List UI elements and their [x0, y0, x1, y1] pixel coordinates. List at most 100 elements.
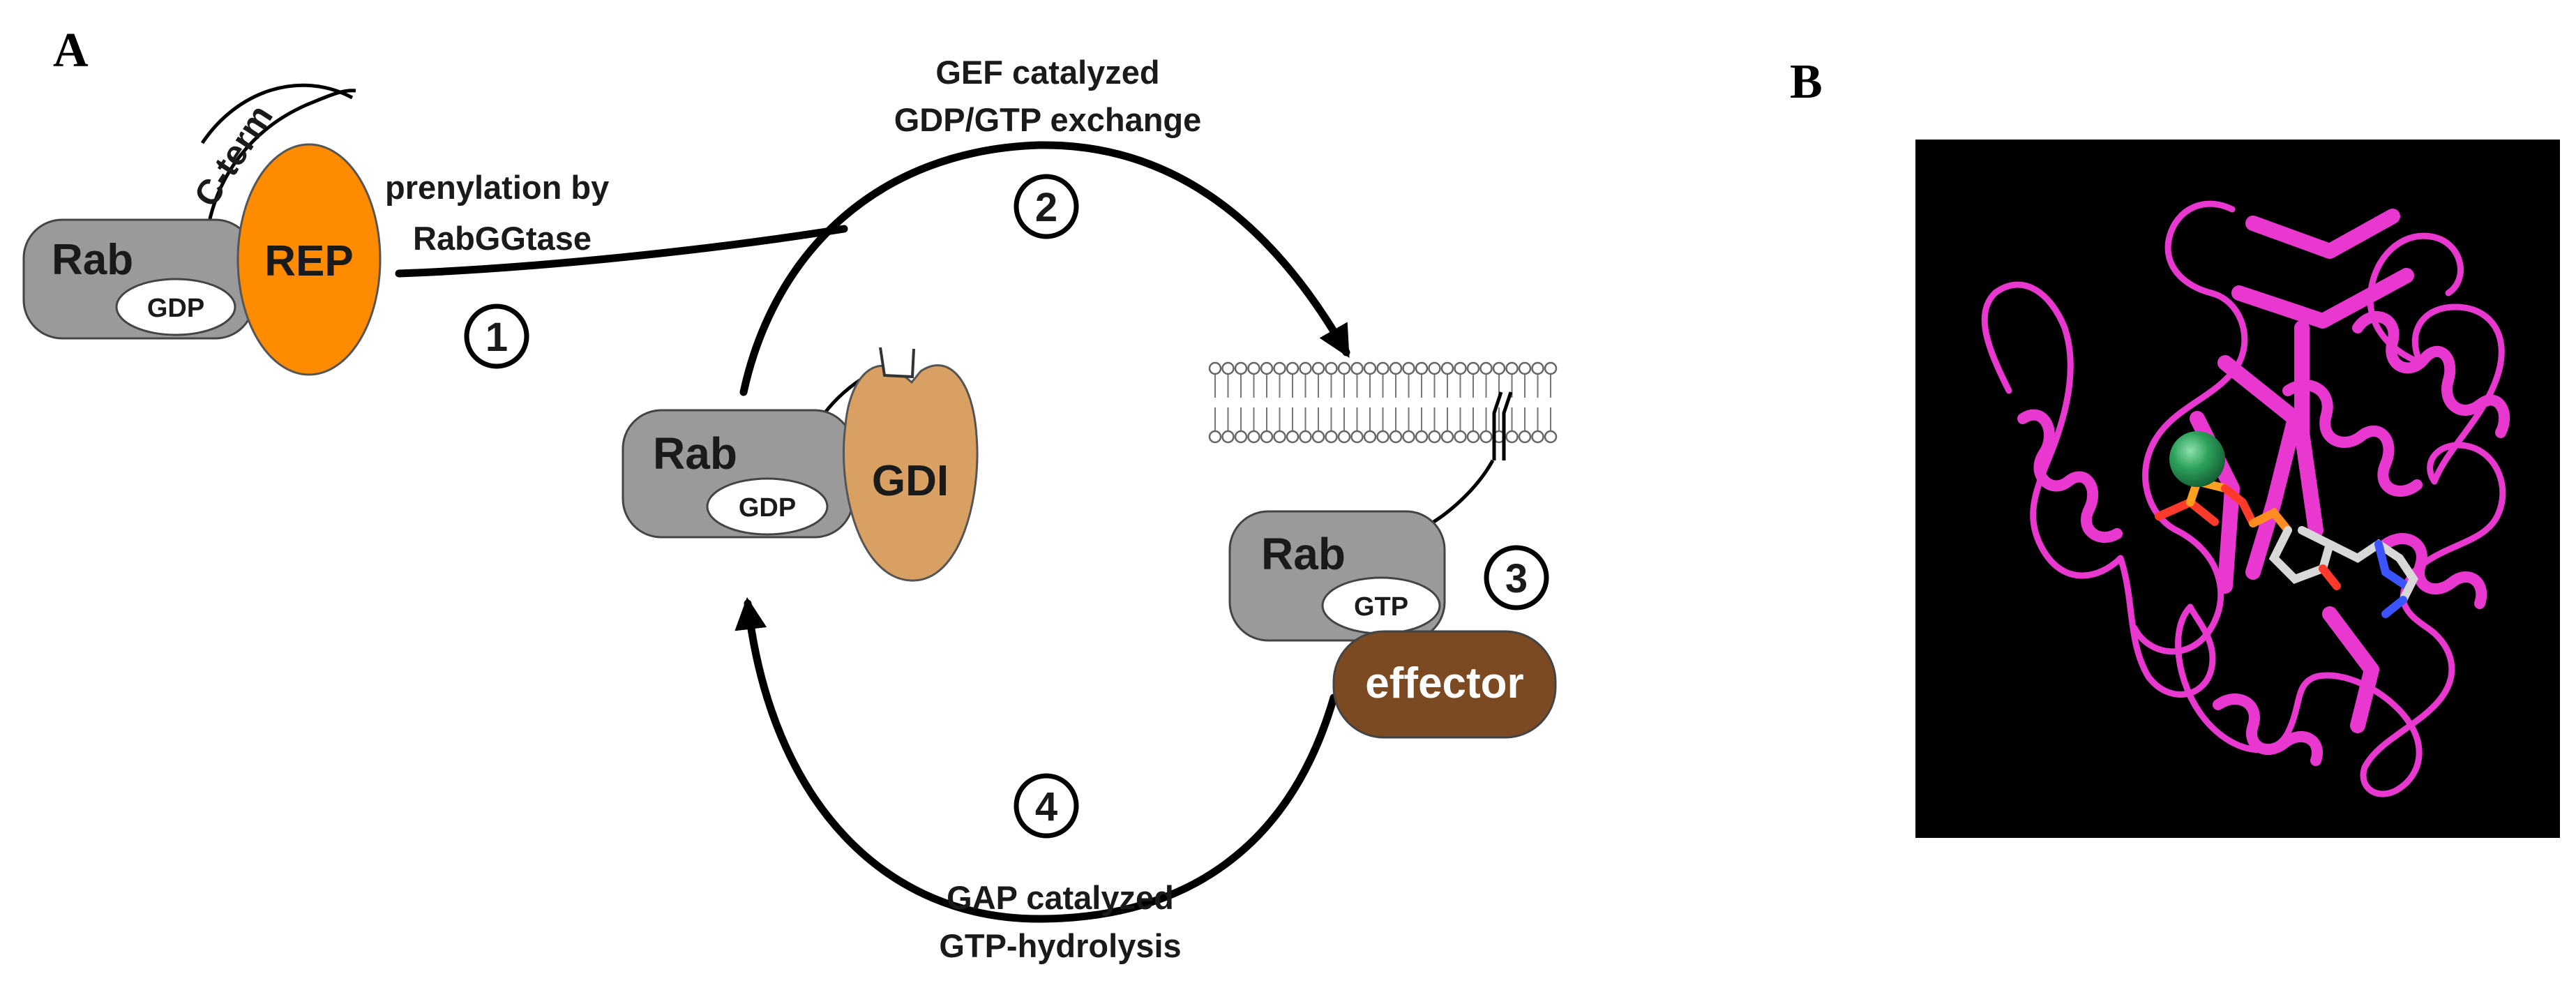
lipid-headgroup — [1479, 361, 1493, 375]
lipid-headgroup — [1389, 361, 1403, 375]
cycle-arrows — [395, 141, 1350, 923]
gdi-label: GDI — [872, 457, 949, 505]
rab-effector-complex: Rab GTP effector — [1228, 391, 1557, 739]
lipid-headgroup — [1544, 430, 1558, 444]
lipid-headgroup — [1299, 430, 1312, 444]
lipid-bilayer — [1208, 361, 1558, 444]
step-number-4: 4 — [1035, 784, 1057, 830]
lipid-headgroup — [1428, 430, 1441, 444]
step-marker-2: 2 — [1014, 174, 1079, 239]
lipid-headgroup — [1415, 430, 1429, 444]
gtp-label: GTP — [1354, 592, 1408, 622]
protein-ribbon — [1981, 200, 2510, 797]
step-2-caption-line-2: GDP/GTP exchange — [894, 101, 1202, 138]
step-marker-3: 3 — [1484, 545, 1549, 610]
panel-label-b: B — [1790, 55, 1823, 109]
step-4-caption-line-1: GAP catalyzed — [947, 879, 1174, 916]
lipid-headgroup — [1234, 361, 1248, 375]
lipid-headgroup — [1286, 430, 1300, 444]
arrow-step-1-to-circle — [395, 225, 848, 278]
prenyl-tail-1 — [1492, 391, 1503, 460]
gdp-bubble — [706, 477, 829, 536]
lipid-headgroup — [1311, 361, 1325, 375]
rep-label: REP — [264, 237, 353, 285]
step-marker-4: 4 — [1014, 773, 1079, 839]
lipid-headgroup — [1311, 430, 1325, 444]
lipid-headgroup — [1544, 361, 1558, 375]
lipid-headgroup — [1363, 361, 1377, 375]
rab-label: Rab — [52, 236, 133, 284]
panel-label-a: A — [53, 24, 89, 77]
lipid-headgroup — [1350, 361, 1364, 375]
lipid-headgroup — [1505, 361, 1519, 375]
protein-structure-panel — [1915, 140, 2560, 838]
lipid-headgroup — [1221, 430, 1235, 444]
lipid-headgroup — [1208, 430, 1222, 444]
lipid-headgroup — [1518, 430, 1532, 444]
lipid-headgroup — [1440, 430, 1454, 444]
lipid-headgroup — [1466, 430, 1480, 444]
effector-label: effector — [1365, 659, 1523, 707]
rab-gdi-complex: Rab GDP GDI — [622, 347, 979, 582]
lipid-headgroup — [1221, 361, 1235, 375]
lipid-headgroup — [1492, 361, 1506, 375]
gdp-label: GDP — [147, 294, 204, 323]
lipid-headgroup — [1273, 430, 1286, 444]
lipid-headgroup — [1428, 361, 1441, 375]
arrow-step-2-exchange — [739, 141, 1350, 396]
lipid-headgroup — [1376, 430, 1389, 444]
lipid-headgroup — [1415, 361, 1429, 375]
gdp-label: GDP — [739, 493, 796, 523]
nucleotide-ligand — [2155, 476, 2418, 618]
step-number-3: 3 — [1505, 556, 1528, 601]
lipid-headgroup — [1376, 361, 1389, 375]
lipid-headgroup — [1260, 361, 1274, 375]
lipid-headgroup — [1466, 361, 1480, 375]
step-1-caption-line-2: RabGGtase — [413, 220, 592, 257]
lipid-headgroup — [1299, 361, 1312, 375]
lipid-headgroup — [1363, 430, 1377, 444]
lipid-headgroup — [1325, 361, 1338, 375]
magnesium-ion — [2169, 431, 2225, 487]
lipid-headgroup — [1454, 361, 1467, 375]
lipid-headgroup — [1273, 361, 1286, 375]
step-4-caption-line-2: GTP-hydrolysis — [939, 927, 1181, 964]
step-number-1: 1 — [485, 315, 508, 360]
lipid-headgroup — [1479, 430, 1493, 444]
lipid-headgroup — [1247, 361, 1260, 375]
rep-protein — [236, 143, 382, 376]
step-marker-1: 1 — [464, 303, 529, 369]
prenyl-tail-2 — [1502, 391, 1513, 460]
lipid-headgroup — [1286, 361, 1300, 375]
lipid-headgroup — [1402, 361, 1415, 375]
lipid-headgroup — [1454, 430, 1467, 444]
lipid-headgroup — [1440, 361, 1454, 375]
lipid-headgroup — [1247, 430, 1260, 444]
rab-rep-complex: C-term Rab GDP REP — [22, 83, 382, 376]
gdi-pocket — [879, 347, 915, 379]
c-term-arc — [200, 83, 354, 144]
lipid-headgroup — [1260, 430, 1274, 444]
lipid-headgroup — [1337, 430, 1351, 444]
lipid-headgroup — [1234, 430, 1248, 444]
step-2-caption-line-1: GEF catalyzed — [935, 54, 1159, 91]
lipid-headgroup — [1325, 430, 1338, 444]
lipid-headgroup — [1208, 361, 1222, 375]
lipid-headgroup — [1531, 361, 1544, 375]
step-number-2: 2 — [1035, 185, 1057, 230]
lipid-headgroup — [1402, 430, 1415, 444]
rab-label: Rab — [653, 428, 737, 479]
gdi-protein — [843, 364, 979, 582]
lipid-headgroup — [1350, 430, 1364, 444]
step-1-caption-line-1: prenylation by — [385, 169, 609, 206]
rab-label: Rab — [1261, 529, 1346, 579]
lipid-headgroup — [1337, 361, 1351, 375]
arrow-step-4-hydrolysis — [735, 597, 1338, 923]
lipid-headgroup — [1531, 430, 1544, 444]
lipid-headgroup — [1505, 430, 1519, 444]
gdp-bubble — [115, 278, 236, 336]
lipid-headgroup — [1389, 430, 1403, 444]
lipid-headgroup — [1518, 361, 1532, 375]
effector-protein — [1332, 630, 1557, 739]
